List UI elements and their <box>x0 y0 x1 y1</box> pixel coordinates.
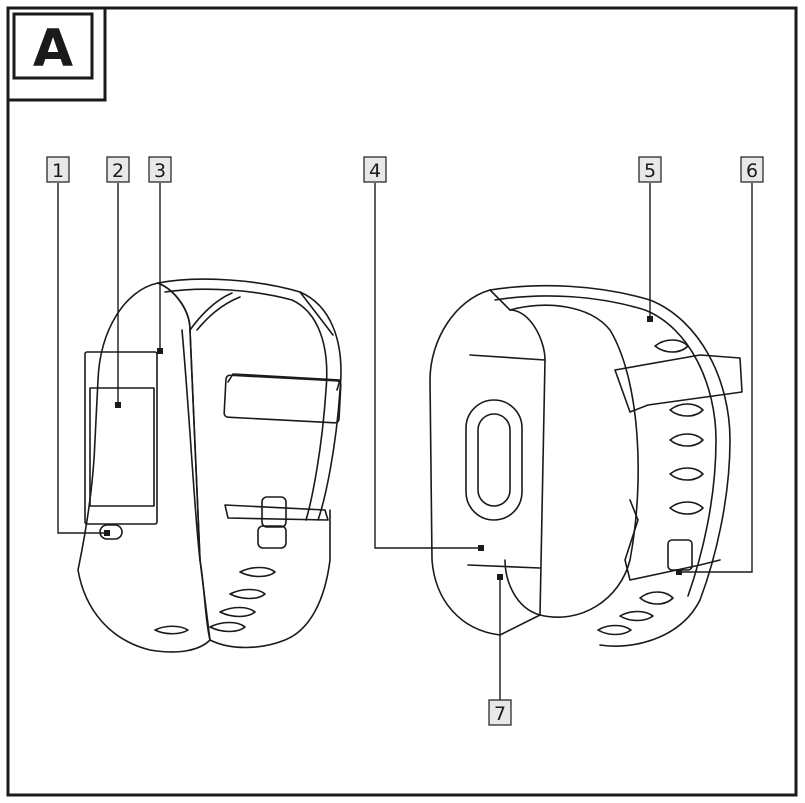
callout-label-4: 4 <box>363 156 387 183</box>
callout-number: 2 <box>112 160 124 182</box>
callout-number: 1 <box>52 160 64 182</box>
tracker-back-view <box>429 284 743 647</box>
callout-leaders <box>57 183 753 700</box>
tracker-front-view <box>77 278 342 653</box>
outer-frame <box>6 6 798 797</box>
tracker-button <box>99 524 123 540</box>
panel-tab-frame <box>8 8 107 102</box>
callout-label-5: 5 <box>638 156 662 183</box>
band-loop-keeper <box>223 374 342 424</box>
callout-label-3: 3 <box>148 156 172 183</box>
callout-label-1: 1 <box>46 156 70 183</box>
band-buckle-right <box>624 499 721 581</box>
panel-letter: A <box>33 19 73 79</box>
callout-number: 4 <box>369 160 381 182</box>
tracker-screen <box>89 387 155 507</box>
callout-dots <box>104 316 682 580</box>
callout-label-6: 6 <box>740 156 764 183</box>
band-inner-opening <box>504 304 639 618</box>
callout-number: 3 <box>154 160 166 182</box>
callout-number: 5 <box>644 160 656 182</box>
heart-rate-sensor <box>465 399 523 521</box>
band-front-strap <box>209 509 331 649</box>
callout-number: 6 <box>746 160 758 182</box>
band-back-loop <box>157 278 342 521</box>
band-keeper-right <box>614 354 743 413</box>
tracker-back-body <box>429 289 546 636</box>
panel-letter-box <box>12 12 94 80</box>
callout-label-7: 7 <box>488 699 512 726</box>
callout-number: 7 <box>494 703 506 725</box>
band-buckle <box>224 504 329 521</box>
band-outer-loop <box>489 284 731 647</box>
callout-label-2: 2 <box>106 156 130 183</box>
